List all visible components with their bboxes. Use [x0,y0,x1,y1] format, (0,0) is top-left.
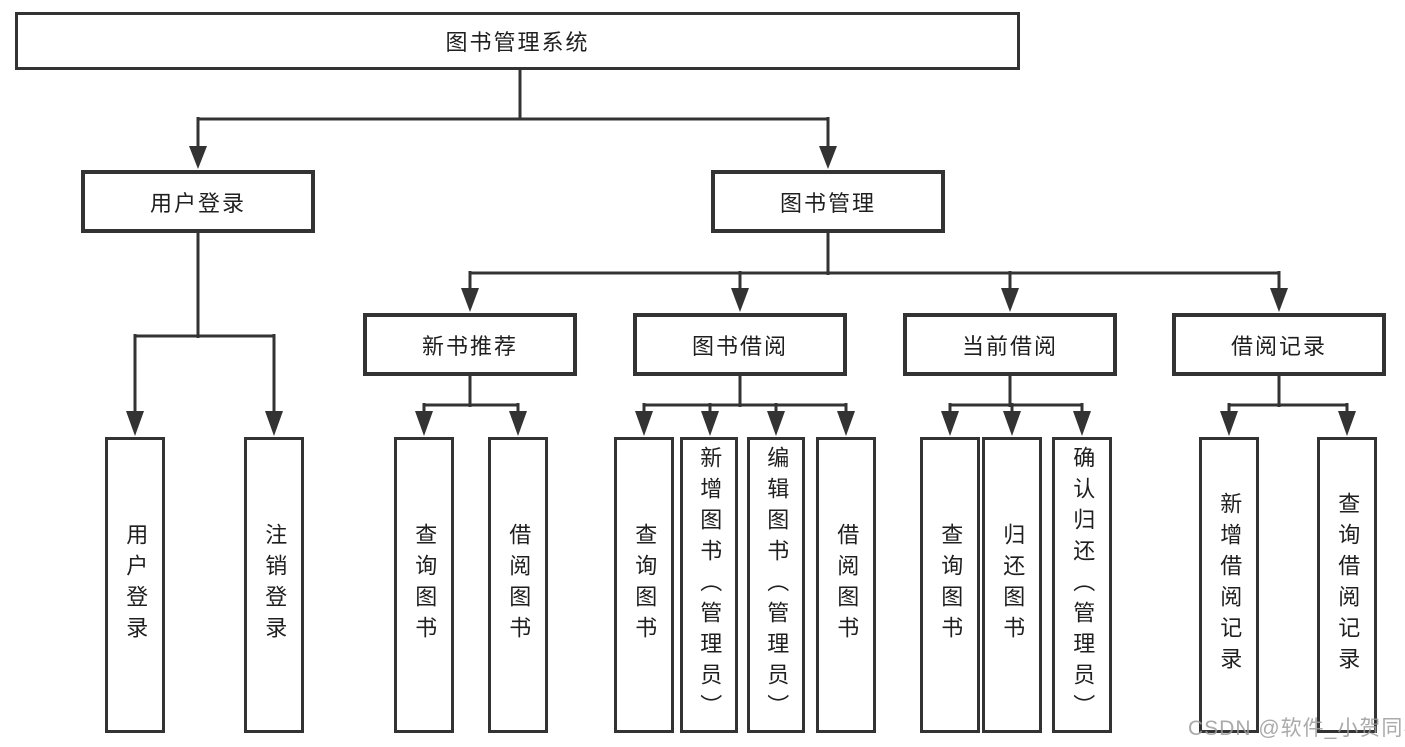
leaf-add-book-admin: 新增图书（管理员） [680,437,738,733]
leaf-add-borrow-record: 新增借阅记录 [1199,437,1259,733]
leaf-query-borrow-record: 查询借阅记录 [1317,437,1377,733]
leaf-borrow-books: 借阅图书 [816,437,876,733]
leaf-query-books-borrowing: 查询图书 [614,437,674,733]
leaf-label: 借阅图书 [506,523,532,647]
leaf-label: 新增借阅记录 [1217,492,1243,678]
leaf-label: 确认归还（管理员） [1070,445,1096,725]
leaf-label: 查询图书 [632,523,658,647]
node-label: 当前借阅 [961,333,1058,359]
leaf-return-books: 归还图书 [982,437,1042,733]
leaf-query-books-current: 查询图书 [920,437,980,733]
leaf-label: 归还图书 [1000,523,1026,647]
leaf-user-login: 用户登录 [105,437,165,733]
leaf-label: 新增图书（管理员） [697,445,723,725]
node-book-borrowing: 图书借阅 [633,313,847,376]
node-label: 图书管理 [779,190,876,216]
node-user-login: 用户登录 [81,170,315,233]
leaf-label: 查询图书 [412,523,438,647]
node-new-book-recommendation: 新书推荐 [363,313,577,376]
leaf-edit-book-admin: 编辑图书（管理员） [747,437,805,733]
node-label: 借阅记录 [1230,333,1327,359]
leaf-logout: 注销登录 [244,437,304,733]
csdn-watermark: CSDN @软件_小贺同学 [1188,717,1405,740]
leaf-label: 借阅图书 [834,523,860,647]
leaf-confirm-return-admin: 确认归还（管理员） [1052,437,1112,733]
leaf-label: 查询借阅记录 [1335,492,1361,678]
node-label: 图书管理系统 [445,30,590,55]
leaf-borrow-books-recommendation: 借阅图书 [488,437,548,733]
node-library-management-system: 图书管理系统 [15,12,1020,70]
leaf-query-books-recommendation: 查询图书 [394,437,454,733]
node-current-borrowing: 当前借阅 [903,313,1117,376]
leaf-label: 查询图书 [938,523,964,647]
node-label: 新书推荐 [421,333,518,359]
leaf-label: 注销登录 [262,523,288,647]
leaf-label: 编辑图书（管理员） [764,445,790,725]
leaf-label: 用户登录 [123,523,149,647]
node-label: 用户登录 [149,190,246,216]
node-book-management: 图书管理 [711,170,945,233]
node-borrowing-records: 借阅记录 [1172,313,1386,376]
node-label: 图书借阅 [691,333,788,359]
